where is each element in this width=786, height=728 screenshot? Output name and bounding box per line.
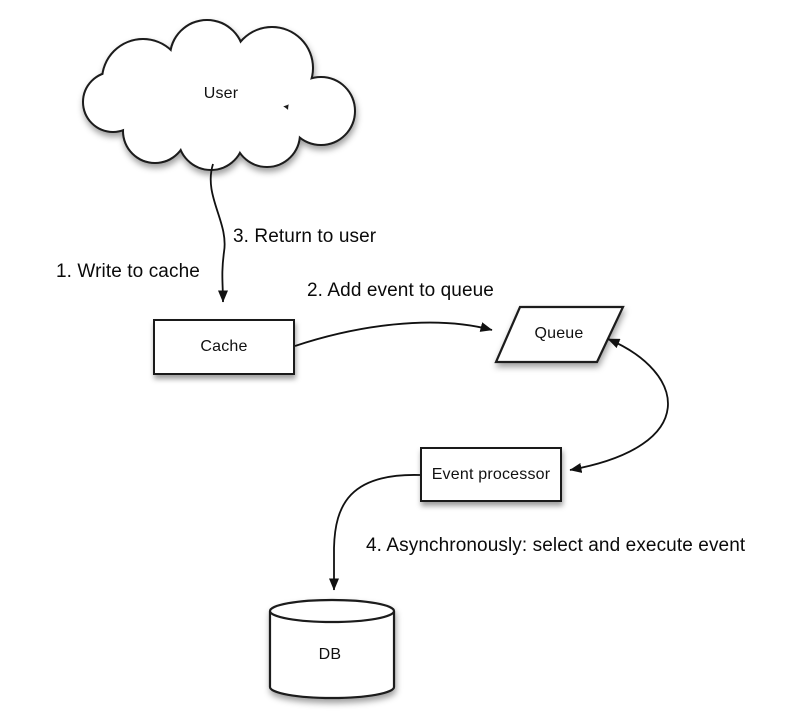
db-cylinder-shape xyxy=(268,598,396,700)
annotation-step-2: 2. Add event to queue xyxy=(307,280,494,301)
arrow-queue-eventprocessor-bidirectional xyxy=(569,338,669,473)
arrow-cache-to-queue xyxy=(294,321,493,347)
arrow-user-to-cache xyxy=(209,163,228,303)
annotation-step-3: 3. Return to user xyxy=(233,226,377,247)
annotation-step-4: 4. Asynchronously: select and execute ev… xyxy=(366,535,746,556)
cache-node-label: Cache xyxy=(200,338,248,355)
arrow-eventprocessor-to-db xyxy=(329,474,421,591)
db-node-label: DB xyxy=(318,646,342,663)
queue-node-label: Queue xyxy=(534,325,584,342)
annotation-step-1: 1. Write to cache xyxy=(56,261,200,282)
user-node-label: User xyxy=(203,85,239,102)
event-processor-node-label: Event processor xyxy=(431,465,551,483)
user-cloud-shape xyxy=(82,19,356,171)
cache-node: Cache xyxy=(153,319,295,375)
event-processor-node: Event processor xyxy=(420,447,562,502)
